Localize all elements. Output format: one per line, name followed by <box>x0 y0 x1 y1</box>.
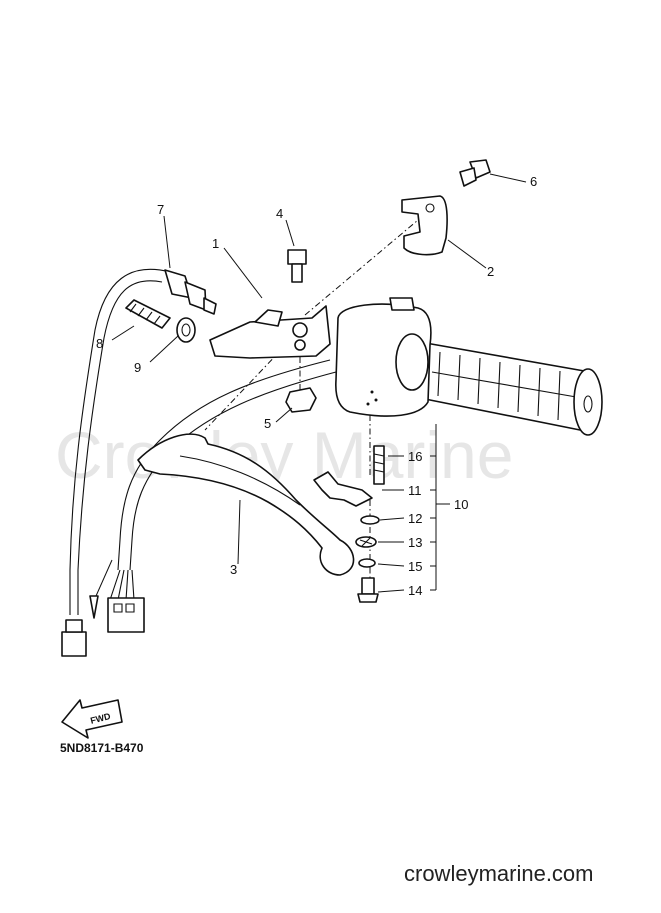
callout-10: 10 <box>454 497 468 512</box>
drawing-code: 5ND8171-B470 <box>60 741 144 755</box>
adjuster-bolt <box>125 299 171 329</box>
callout-11: 11 <box>408 483 422 498</box>
clutch-lever <box>137 433 355 576</box>
callout-13: 13 <box>408 535 422 550</box>
lever-clamp <box>401 195 448 256</box>
callout-6: 6 <box>530 174 537 189</box>
switch-subparts <box>313 445 385 603</box>
callout-5: 5 <box>264 416 271 431</box>
pivot-bolt <box>287 249 307 283</box>
callout-7: 7 <box>157 202 164 217</box>
fwd-label: FWD <box>89 711 112 726</box>
fwd-arrow-icon: FWD <box>61 699 123 739</box>
handlebar-grip <box>419 341 603 436</box>
site-url[interactable]: crowleymarine.com <box>404 861 594 886</box>
wiring-harness <box>69 268 337 615</box>
callout-2: 2 <box>487 264 494 279</box>
wire-connectors <box>61 559 145 657</box>
guide-line-bracket <box>304 209 431 316</box>
pivot-nut <box>285 387 317 413</box>
switch-housing <box>335 297 432 417</box>
callout-4: 4 <box>276 206 283 221</box>
locknut <box>176 317 196 343</box>
cable-adjuster <box>164 269 217 315</box>
callout-1: 1 <box>212 236 219 251</box>
callout-3: 3 <box>230 562 237 577</box>
watermark-text: Crowley Marine <box>55 418 513 492</box>
callout-16: 16 <box>408 449 422 464</box>
callout-9: 9 <box>134 360 141 375</box>
callout-12: 12 <box>408 511 422 526</box>
clamp-screw <box>459 159 491 187</box>
callout-8: 8 <box>96 336 103 351</box>
lever-bracket <box>209 305 331 359</box>
callout-14: 14 <box>408 583 422 598</box>
callout-15: 15 <box>408 559 422 574</box>
leader-lines <box>111 173 527 593</box>
